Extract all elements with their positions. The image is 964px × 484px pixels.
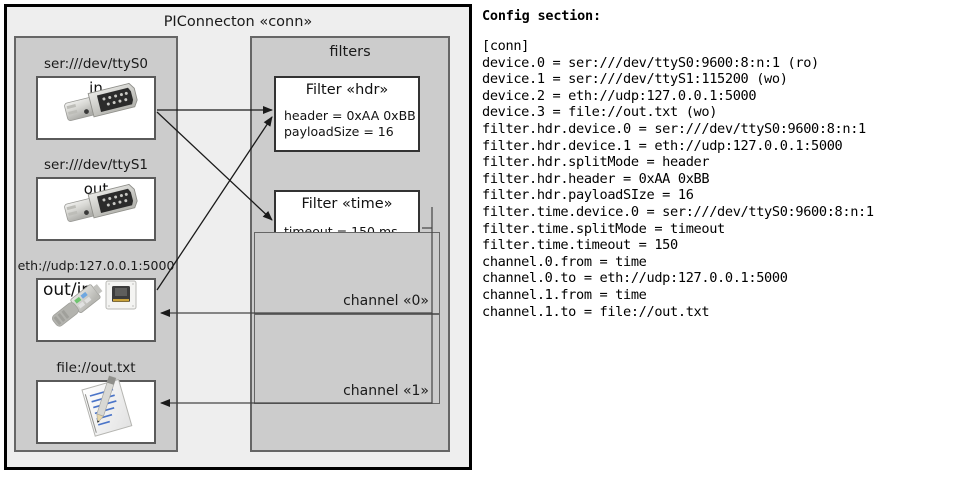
device-io-ttyS0: in [89, 79, 103, 97]
config-line: filter.hdr.device.1 = eth://udp:127.0.0.… [482, 137, 843, 154]
filters-panel-title: filters [329, 44, 371, 60]
channel-box-1[interactable]: channel «1» [254, 314, 440, 404]
config-line: device.1 = ser:///dev/ttyS1:115200 (wo) [482, 71, 788, 88]
config-line: filter.time.splitMode = timeout [482, 220, 725, 237]
channel-box-0[interactable]: channel «0» [254, 232, 440, 314]
config-line: filter.time.timeout = 150 [482, 237, 678, 254]
device-io-file: out [83, 383, 109, 401]
device-card-file[interactable]: out [36, 380, 156, 444]
config-line: filter.time.device.0 = ser:///dev/ttyS0:… [482, 203, 874, 220]
device-label-eth: eth://udp:127.0.0.1:5000 [17, 258, 175, 273]
filter-attr: header = 0xAA 0xBB [284, 108, 416, 123]
config-lines: [conn]device.0 = ser:///dev/ttyS0:9600:8… [482, 38, 960, 320]
device-io-eth: out/in [43, 280, 93, 300]
config-line: filter.hdr.device.0 = ser:///dev/ttyS0:9… [482, 120, 866, 137]
config-line: channel.0.to = eth://udp:127.0.0.1:5000 [482, 270, 788, 287]
channel-label-1: channel «1» [343, 383, 429, 399]
filter-card-hdr[interactable]: Filter «hdr» header = 0xAA 0xBB payloadS… [274, 76, 420, 152]
config-section: Config section: [conn]device.0 = ser:///… [482, 8, 960, 320]
filter-attrs-hdr: header = 0xAA 0xBB payloadSize = 16 [284, 108, 416, 140]
page-title: PIConnecton «conn» [163, 14, 313, 30]
channel-label-0: channel «0» [343, 293, 429, 309]
device-label-file: file://out.txt [56, 360, 136, 376]
config-line: channel.0.from = time [482, 253, 647, 270]
filter-title-hdr: Filter «hdr» [305, 82, 389, 98]
config-line: device.0 = ser:///dev/ttyS0:9600:8:n:1 (… [482, 54, 819, 71]
config-line: filter.hdr.header = 0xAA 0xBB [482, 170, 710, 187]
filter-attr: payloadSize = 16 [284, 124, 394, 139]
device-label-ttyS1: ser:///dev/ttyS1 [44, 157, 148, 173]
device-label-ttyS0: ser:///dev/ttyS0 [44, 56, 148, 72]
config-line: channel.1.from = time [482, 286, 647, 303]
device-card-eth[interactable]: out/in [36, 278, 156, 342]
config-line: channel.1.to = file://out.txt [482, 303, 710, 320]
config-heading: Config section: [482, 8, 601, 24]
filter-title-time: Filter «time» [301, 196, 393, 212]
config-line: device.2 = eth://udp:127.0.0.1:5000 [482, 87, 757, 104]
config-line: filter.hdr.payloadSIze = 16 [482, 187, 694, 204]
device-card-ttyS0[interactable]: in [36, 76, 156, 140]
config-line: filter.hdr.splitMode = header [482, 154, 710, 171]
config-line: [conn] [482, 38, 530, 54]
device-card-ttyS1[interactable]: out [36, 177, 156, 241]
config-line: device.3 = file://out.txt (wo) [482, 104, 718, 121]
device-io-ttyS1: out [83, 180, 109, 198]
